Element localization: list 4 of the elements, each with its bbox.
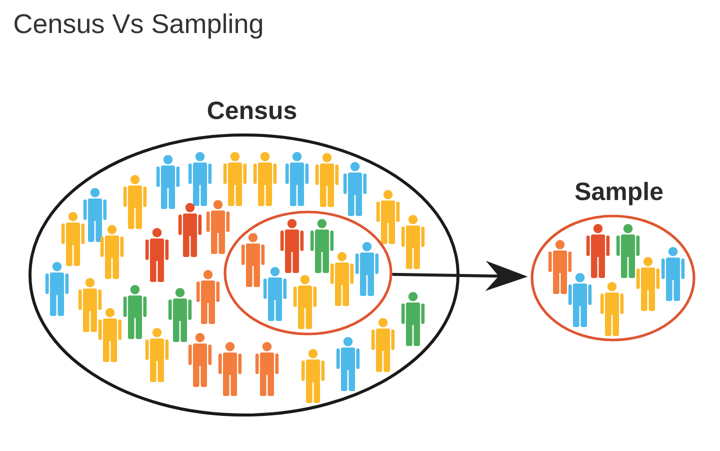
title: Census Vs Sampling [14,13,262,39]
heading: Sample [575,182,663,206]
ellipse [224,210,392,336]
heading: Census [208,102,296,120]
